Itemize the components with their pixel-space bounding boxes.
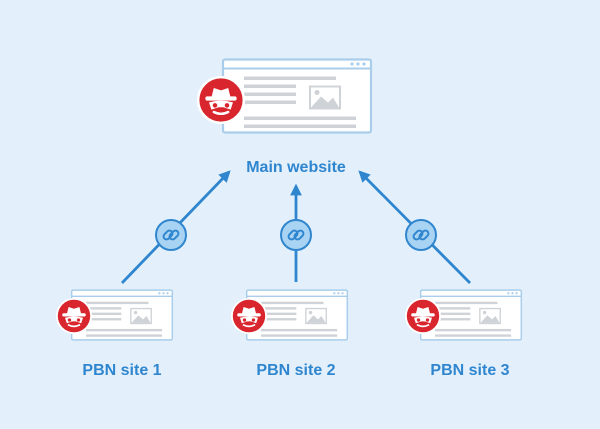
chain-link-icon <box>280 219 312 251</box>
chain-link-icon <box>155 219 187 251</box>
hacker-incognito-icon <box>404 297 442 335</box>
pbn-site-3-label: PBN site 3 <box>430 362 510 379</box>
main-website-window <box>221 58 373 134</box>
chain-link-icon <box>405 219 437 251</box>
hacker-incognito-icon <box>196 75 246 125</box>
pbn-site-1-label: PBN site 1 <box>82 362 162 379</box>
pbn-site-2-label: PBN site 2 <box>256 362 336 379</box>
hacker-incognito-icon <box>56 297 92 335</box>
hacker-incognito-icon <box>230 297 268 335</box>
main-website-label: Main website <box>246 159 346 176</box>
